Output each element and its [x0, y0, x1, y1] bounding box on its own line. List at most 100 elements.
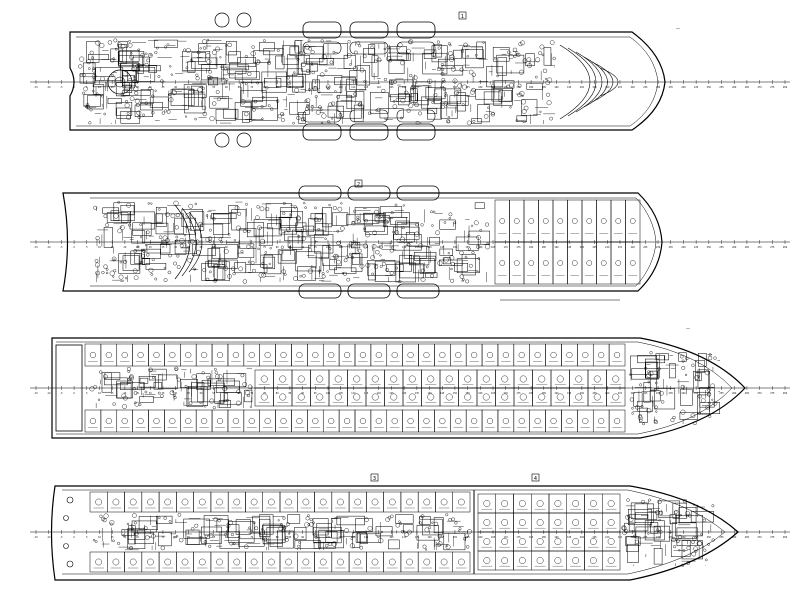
cabin: [273, 369, 293, 389]
room: [130, 250, 145, 265]
cabin: [581, 199, 597, 243]
room: [262, 256, 276, 269]
tick-label: 250: [707, 392, 712, 395]
tick-label: 150: [453, 536, 458, 539]
furniture: [158, 208, 161, 211]
furniture: [520, 40, 525, 46]
furniture: [247, 71, 252, 76]
furniture: [324, 69, 328, 73]
cabin-fixture: [501, 519, 509, 526]
furniture: [640, 405, 644, 408]
room: [635, 512, 658, 520]
cabin: [625, 241, 641, 285]
furniture: [376, 107, 381, 112]
room: [259, 514, 274, 535]
room: [228, 51, 241, 63]
furniture: [395, 523, 400, 528]
furniture: [119, 226, 122, 229]
tick-label: 230: [656, 392, 661, 395]
furniture: [137, 48, 141, 52]
cabin: [548, 512, 567, 533]
furniture: [230, 533, 234, 537]
tick-label: 55: [212, 392, 215, 395]
room: [425, 87, 446, 100]
room: [220, 392, 242, 405]
furniture: [362, 243, 368, 249]
cabin-fixture: [598, 417, 605, 425]
room: [453, 49, 462, 59]
tick-label: 100: [326, 246, 331, 249]
cabin-fixture: [502, 417, 509, 425]
room: [315, 223, 329, 236]
furniture: [171, 390, 175, 393]
room: [264, 77, 282, 88]
furniture: [415, 222, 419, 227]
tick-label: 145: [440, 392, 445, 395]
furniture: [389, 248, 394, 253]
cabin: [458, 369, 478, 389]
furniture: [379, 254, 382, 257]
room: [223, 108, 239, 119]
cabin-fixture: [153, 417, 160, 425]
tick-label: 95: [314, 392, 317, 395]
furniture: [235, 400, 241, 406]
furniture: [545, 80, 551, 85]
furniture: [436, 542, 441, 547]
furniture: [269, 247, 272, 250]
cabin-fixture: [198, 498, 206, 506]
cabin: [279, 491, 298, 513]
hull-inner: [76, 36, 659, 127]
furniture: [168, 520, 172, 523]
furniture: [517, 92, 522, 98]
room: [184, 93, 206, 114]
room: [639, 407, 648, 423]
room: [306, 58, 328, 65]
furniture: [136, 245, 140, 249]
furniture: [177, 513, 182, 517]
cabin-fixture: [612, 393, 620, 401]
furniture: [189, 59, 194, 63]
cabin: [211, 409, 229, 433]
furniture: [228, 520, 234, 526]
furniture: [326, 270, 329, 273]
furniture: [365, 262, 371, 268]
furniture: [124, 102, 130, 108]
room: [138, 65, 161, 72]
cabin: [259, 409, 276, 433]
furniture: [97, 398, 101, 401]
furniture: [134, 91, 139, 96]
cabin-fixture: [297, 375, 305, 383]
furniture: [637, 415, 643, 421]
cabin: [338, 409, 356, 433]
furniture: [117, 200, 120, 204]
furniture: [183, 48, 187, 52]
room: [332, 212, 349, 226]
cabin-fixture: [427, 375, 435, 383]
room: [425, 272, 438, 278]
cabin: [567, 199, 583, 243]
room: [643, 382, 651, 403]
furniture: [195, 239, 200, 244]
tick-label: 190: [554, 392, 559, 395]
room: [456, 92, 466, 112]
furniture: [199, 47, 202, 50]
room: [398, 93, 410, 106]
tick-label: 235: [669, 86, 674, 89]
room: [314, 213, 327, 232]
room: [278, 217, 297, 235]
room: [119, 50, 140, 62]
furniture: [450, 66, 456, 72]
cabin-fixture: [572, 500, 580, 507]
cabin: [158, 491, 177, 513]
tick-label: 90: [301, 246, 304, 249]
furniture: [697, 394, 702, 399]
cabin-fixture: [582, 351, 589, 359]
cabin-fixture: [268, 558, 275, 566]
furniture: [440, 63, 444, 67]
furniture: [221, 261, 225, 265]
furniture: [390, 82, 393, 85]
furniture: [320, 121, 323, 125]
tick-label: 110: [351, 536, 356, 539]
furniture: [82, 91, 85, 95]
furniture: [225, 44, 228, 47]
